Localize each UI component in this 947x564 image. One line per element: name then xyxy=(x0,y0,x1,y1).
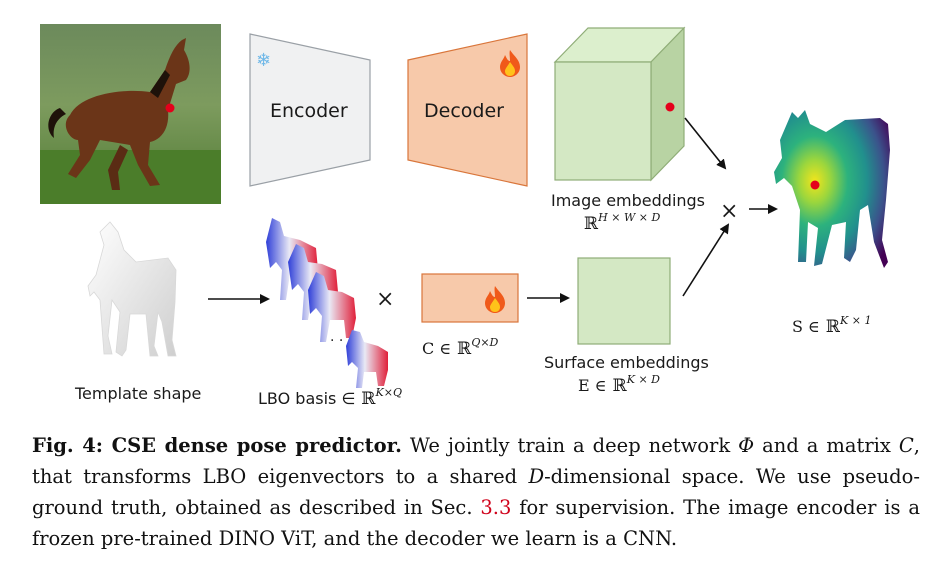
surface-embeddings-block xyxy=(577,257,671,345)
image-embeddings-label: Image embeddings xyxy=(551,191,705,210)
query-point xyxy=(165,103,175,113)
template-shape-mesh xyxy=(87,221,177,357)
pipeline-figure: ❄ Encoder Decoder Image embeddings ℝH × … xyxy=(40,24,890,409)
c-matrix-block xyxy=(421,273,519,323)
surface-embeddings-label: Surface embeddings xyxy=(544,353,709,372)
lbo-mesh-4 xyxy=(346,330,388,388)
fire-icon xyxy=(500,50,520,77)
surface-embeddings-set: E ∈ℝK × D xyxy=(578,373,660,396)
caption-c: C xyxy=(898,434,914,457)
match-point xyxy=(810,180,820,190)
decoder-label: Decoder xyxy=(424,100,504,122)
caption-text-3: , that transforms LBO eigenvectors to a … xyxy=(32,434,920,488)
caption-lead: Fig. 4: CSE dense pose predictor. xyxy=(32,434,402,457)
caption-text-1: We jointly train a deep network xyxy=(401,434,739,457)
multiply-symbol: × xyxy=(720,199,738,224)
caption-text-5: for supervision. The image encoder is a … xyxy=(32,496,921,550)
encoder-label: Encoder xyxy=(270,100,348,122)
template-label: Template shape xyxy=(74,384,201,403)
caption-text-2: and a matrix xyxy=(754,434,899,457)
snowflake-icon: ❄ xyxy=(256,50,271,71)
decoder-block: Decoder xyxy=(407,33,528,187)
lbo-basis-stack: · · · xyxy=(266,218,388,388)
arrow-image-to-mult xyxy=(684,117,727,170)
figure-caption: Fig. 4: CSE dense pose predictor. We joi… xyxy=(32,430,920,554)
input-photo xyxy=(40,24,221,204)
lbo-basis-set: LBO basis ∈ℝK×Q xyxy=(258,386,402,409)
lbo-mesh-3 xyxy=(308,272,356,342)
embedding-point xyxy=(665,102,675,112)
caption-text-4: -dimensional space. We use pseudo-ground… xyxy=(32,465,920,519)
arrow-surface-to-mult xyxy=(682,223,730,297)
horse-illustration xyxy=(48,38,190,190)
output-heatmap-horse xyxy=(774,110,890,268)
caption-d: D xyxy=(528,465,545,488)
c-matrix-set: C ∈ℝQ×D xyxy=(422,336,499,359)
lbo-multiply-symbol: × xyxy=(376,287,394,312)
image-embeddings-set: ℝH × W × D xyxy=(584,211,660,234)
encoder-block: ❄ Encoder xyxy=(249,33,371,187)
image-embeddings-cube xyxy=(553,26,686,182)
caption-phi: Φ xyxy=(738,434,755,457)
fire-icon xyxy=(485,286,505,313)
score-set: S ∈ℝK × 1 xyxy=(792,314,871,337)
section-reference-link[interactable]: 3.3 xyxy=(480,496,512,519)
